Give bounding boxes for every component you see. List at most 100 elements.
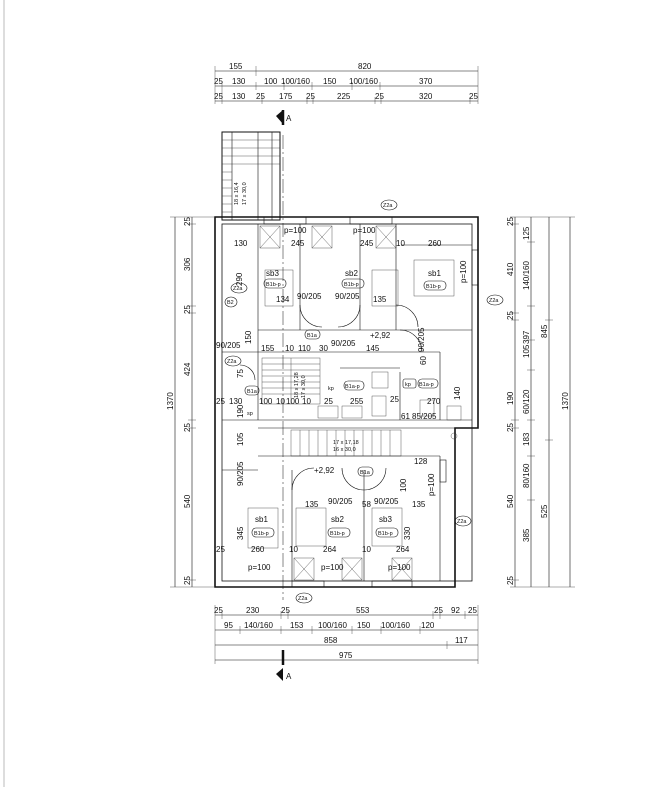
bottom-3b: 117 — [455, 636, 468, 645]
stair-lower-label: 18 x 17,28 — [294, 372, 300, 398]
mid-d100-b: 100 — [286, 397, 300, 406]
bottom-1g: 25 — [468, 606, 477, 615]
bottom-2c: 153 — [290, 621, 304, 630]
tag-b1ap-kp: B1a-p — [419, 382, 434, 388]
mid-d105-v: 105 — [236, 432, 245, 446]
mid-d10-b: 10 — [302, 397, 311, 406]
right-c1-2: 410 — [506, 262, 515, 276]
mid-d61: 61 — [401, 412, 410, 421]
left-dimensions: 25 306 25 424 25 540 25 1370 — [166, 217, 214, 588]
lower-level: +2,92 — [314, 466, 335, 475]
right-c2-3: 105 — [522, 344, 531, 358]
bottom-3a: 858 — [324, 636, 338, 645]
right-c1-6: 540 — [506, 494, 515, 508]
dim-top-2e: 150 — [323, 77, 337, 86]
lower-d264-a: 264 — [323, 545, 337, 554]
right-c2-4: 60/120 — [522, 389, 531, 414]
right-c2-2: 140/160 — [522, 261, 531, 290]
upper-w10: 10 — [396, 239, 405, 248]
upper-w260: 260 — [428, 239, 442, 248]
lower-d260: 260 — [251, 545, 265, 554]
section-marker-top: A — [286, 114, 292, 123]
tag-sb2-upper: B1b-p — [344, 282, 359, 288]
exterior-stair: 18 x 16,4 17 x 30,0 — [221, 131, 281, 221]
bottom-2b: 140/160 — [244, 621, 273, 630]
tag-sb1-upper: B1b-p — [426, 284, 441, 290]
dim-top-3a: 25 — [214, 92, 223, 101]
bottom-1a: 25 — [214, 606, 223, 615]
tag-z2a-mid: Z2a — [227, 359, 237, 365]
mid-d270: 270 — [427, 397, 441, 406]
section-line-a: A A — [276, 110, 292, 681]
tag-z2a-top: Z2a — [383, 203, 393, 209]
right-c4-845: 845 — [540, 324, 549, 338]
upper-d90205-a: 90/205 — [297, 292, 322, 301]
right-c3-2: 525 — [540, 504, 549, 518]
mid-d75: 75 — [236, 369, 245, 378]
bottom-1e: 25 — [434, 606, 443, 615]
upper-h290: 290 — [235, 272, 244, 286]
room-sb3-lower: sb3 — [379, 515, 392, 524]
upper-d90205-b: 90/205 — [335, 292, 360, 301]
mid-d110: 110 — [298, 344, 311, 353]
lower-d135-a: 135 — [305, 500, 319, 509]
left-dim-7: 25 — [183, 576, 192, 585]
tag-b1ap-bath: B1a-p — [345, 384, 360, 390]
z2a-tags: Z2a Z2a B2 Z2a Z2a Z2a Z2a — [224, 199, 504, 604]
mid-d60: 60 — [419, 356, 428, 365]
mid-d128: 128 — [414, 457, 428, 466]
dim-top-2d: 100/160 — [281, 77, 310, 86]
upper-p100-a: p=100 — [284, 226, 307, 235]
lower-d264-b: 264 — [396, 545, 410, 554]
dim-top-2c: 100 — [264, 77, 278, 86]
tag-b1a-corridor: B1a — [307, 333, 318, 339]
tag-b1a-lower: B1a — [360, 470, 371, 476]
right-c1-7: 25 — [506, 576, 515, 585]
tag-z2a-lower-right: Z2a — [457, 519, 467, 525]
dim-top-3f: 225 — [337, 92, 351, 101]
lower-d100-v: 100 — [399, 478, 408, 492]
mid-d155: 155 — [261, 344, 275, 353]
mid-h150: 150 — [244, 330, 253, 344]
lower-d345-v: 345 — [236, 526, 245, 540]
bottom-2g: 120 — [421, 621, 435, 630]
upper-w130: 130 — [234, 239, 248, 248]
stair-mid-label: 17 x 17,18 — [333, 440, 359, 446]
room-sb1-lower: sb1 — [255, 515, 268, 524]
mid-level: +2,92 — [370, 331, 391, 340]
dim-top-1a: 155 — [229, 62, 243, 71]
upper-w245-b: 245 — [360, 239, 374, 248]
dim-top-1b: 820 — [358, 62, 372, 71]
room-sb3-upper: sb3 — [266, 269, 279, 278]
lower-d58: 58 — [362, 500, 371, 509]
bottom-2f: 100/160 — [381, 621, 410, 630]
left-dim-total: 1370 — [166, 392, 175, 410]
mid-d190-v: 190 — [236, 404, 245, 418]
mid-d100-a: 100 — [259, 397, 273, 406]
mid-d30: 30 — [319, 344, 328, 353]
right-dimensions: 25 410 25 190 25 540 25 125 140/160 105 … — [506, 217, 575, 588]
right-c1-1: 25 — [506, 217, 515, 226]
lower-p100-v: p=100 — [427, 473, 436, 496]
middle-zone: 17 x 17,18 16 x 30,0 18 x 17,28 17 x 30,… — [216, 327, 472, 466]
lower-p100-c: p=100 — [388, 563, 411, 572]
lower-d90205-left: 90/205 — [236, 461, 245, 486]
right-c2-1: 125 — [522, 226, 531, 240]
stair-top-label-2: 17 x 30,0 — [242, 182, 248, 205]
stair-lower-label-2: 17 x 30,0 — [301, 375, 307, 398]
mid-d145: 145 — [366, 344, 380, 353]
dim-top-2g: 370 — [419, 77, 433, 86]
bottom-1d: 553 — [356, 606, 370, 615]
section-marker-bottom: A — [286, 672, 292, 681]
dim-top-3b: 130 — [232, 92, 246, 101]
tag-sb3-upper: B1b-p — [266, 282, 281, 288]
room-sb1-upper: sb1 — [428, 269, 441, 278]
mid-d90205-c: 90/205 — [331, 339, 356, 348]
right-total: 1370 — [561, 392, 570, 410]
dim-top-3h: 320 — [419, 92, 433, 101]
left-dim-2: 306 — [183, 257, 192, 271]
mid-d90205-v: 90/205 — [417, 327, 426, 352]
right-c2-5: 183 — [522, 432, 531, 446]
lower-p100-a: p=100 — [248, 563, 271, 572]
